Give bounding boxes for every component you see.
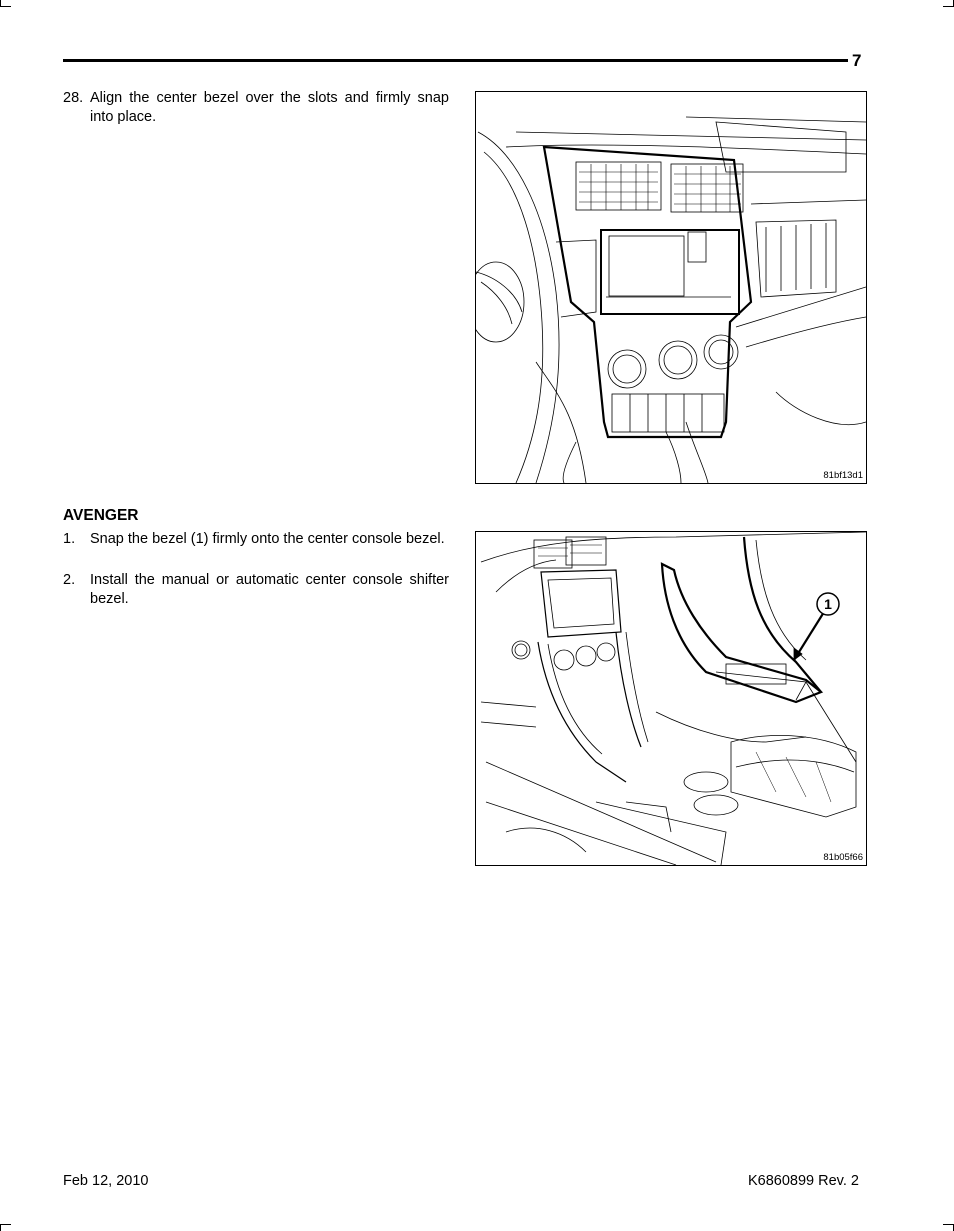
callout-number: 1 <box>824 596 832 612</box>
figure-code: 81bf13d1 <box>823 470 863 481</box>
crop-mark-top-right <box>943 0 954 7</box>
section-heading: AVENGER <box>63 507 139 524</box>
step-number: 2. <box>63 572 76 588</box>
figure-code: 81b05f66 <box>823 852 863 863</box>
step-1: 1. Snap the bezel (1) firmly onto the ce… <box>63 530 449 570</box>
step-number: 28. <box>63 90 84 106</box>
center-bezel-illustration <box>476 116 866 483</box>
step-2: 2. Install the manual or automatic cente… <box>63 571 449 611</box>
figure-center-bezel: 81bf13d1 <box>475 91 867 484</box>
page-number: 7 <box>852 51 862 70</box>
crop-mark-bottom-right <box>943 1224 954 1231</box>
footer-date: Feb 12, 2010 <box>63 1173 149 1189</box>
header-rule <box>63 59 848 62</box>
step-text: Snap the bezel (1) firmly onto the cente… <box>90 531 445 547</box>
console-bezel-illustration: 1 <box>480 532 866 865</box>
crop-mark-top-left <box>0 0 11 7</box>
figure-console-bezel: 1 81b05f66 <box>475 531 867 866</box>
footer-doc-number: K6860899 Rev. 2 <box>748 1173 859 1189</box>
crop-mark-bottom-left <box>0 1224 11 1231</box>
step-text: Install the manual or automatic center c… <box>90 572 449 607</box>
step-28: 28. Align the center bezel over the slot… <box>63 89 449 129</box>
step-number: 1. <box>63 531 76 547</box>
step-text: Align the center bezel over the slots an… <box>90 90 449 125</box>
